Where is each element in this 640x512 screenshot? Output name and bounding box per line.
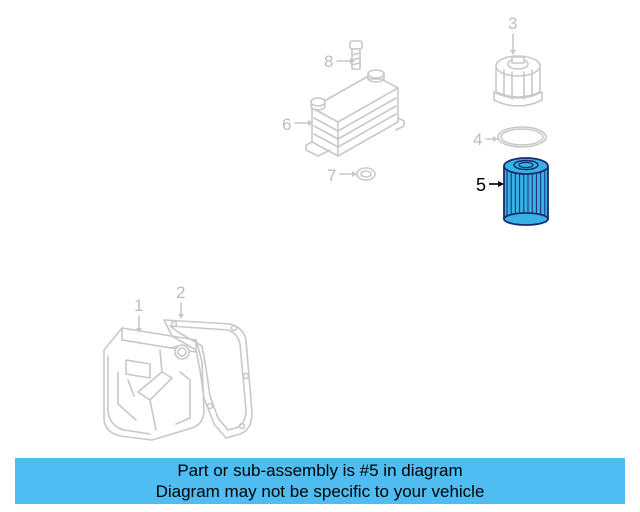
callout-label-2: 2 (176, 283, 185, 302)
callout-label-5: 5 (476, 175, 486, 195)
part-2-gasket[interactable] (163, 319, 253, 439)
callout-label-6: 6 (282, 115, 291, 134)
callout-5: 5 (476, 175, 504, 195)
callout-8: 8 (324, 52, 355, 71)
callout-1: 1 (134, 296, 143, 333)
callout-label-1: 1 (134, 296, 143, 315)
callout-label-3: 3 (508, 14, 517, 33)
part-5-oil-filter[interactable] (503, 157, 549, 226)
banner-line-1: Part or sub-assembly is #5 in diagram (177, 461, 463, 480)
callout-label-4: 4 (473, 130, 482, 149)
banner-line-2: Diagram may not be specific to your vehi… (155, 482, 485, 501)
callout-4: 4 (473, 130, 498, 149)
part-7-seal[interactable] (356, 167, 376, 181)
part-4-o-ring[interactable] (497, 126, 547, 148)
part-8-bolt[interactable] (349, 40, 363, 70)
callout-label-8: 8 (324, 52, 333, 71)
callout-3: 3 (508, 14, 517, 55)
callout-label-7: 7 (327, 166, 336, 185)
callout-7: 7 (327, 166, 357, 185)
callout-2: 2 (176, 283, 185, 319)
part-6-oil-cooler[interactable] (305, 69, 405, 157)
part-1-housing[interactable] (103, 327, 205, 441)
callout-6: 6 (282, 115, 313, 134)
info-banner: Part or sub-assembly is #5 in diagram Di… (15, 458, 625, 504)
part-3-filter-cap[interactable] (493, 55, 543, 107)
